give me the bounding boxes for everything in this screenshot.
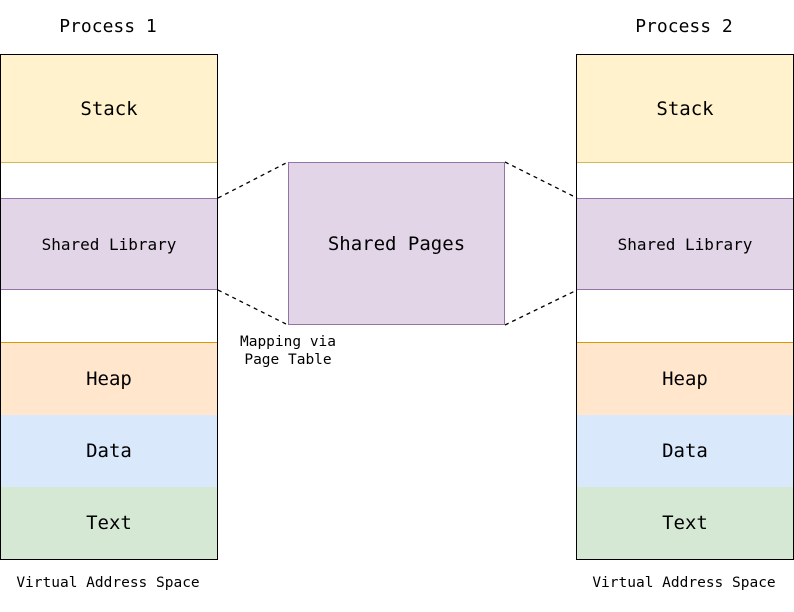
mapping-label-line-2: Page Table	[244, 352, 332, 368]
mapping-line-p1-bottom	[217, 289, 289, 326]
process-1-stack-label: Stack	[80, 97, 138, 120]
mapping-label-line-1: Mapping via	[239, 334, 337, 350]
mapping-line-p1-top	[217, 161, 289, 199]
process-1-shared-library-segment: Shared Library	[1, 198, 217, 290]
process-2-heap-label: Heap	[662, 368, 708, 390]
mapping-line-p2-top	[504, 161, 578, 199]
process-2-data-segment: Data	[577, 415, 793, 488]
process-1-title: Process 1	[59, 16, 157, 37]
process-1-shared-library-label: Shared Library	[41, 234, 177, 254]
process-2-shared-library-label: Shared Library	[617, 234, 753, 254]
process-2-gap-lower	[577, 290, 793, 343]
process-2-stack-label: Stack	[656, 97, 714, 120]
shared-pages-box: Shared Pages	[288, 162, 505, 325]
process-1-data-label: Data	[86, 440, 132, 462]
process-2-footer: Virtual Address Space	[592, 575, 776, 591]
process-1-heap-label: Heap	[86, 368, 132, 390]
process-2-stack-segment: Stack	[577, 55, 793, 163]
process-2-title: Process 2	[635, 16, 733, 37]
process-2-gap-upper	[577, 163, 793, 199]
process-2-text-segment: Text	[577, 487, 793, 559]
process-1-data-segment: Data	[1, 415, 217, 488]
process-2-shared-library-segment: Shared Library	[577, 198, 793, 290]
mapping-line-p2-bottom	[504, 289, 578, 326]
process-1-stack-segment: Stack	[1, 55, 217, 163]
process-1-text-label: Text	[86, 512, 132, 534]
process-1-footer: Virtual Address Space	[16, 575, 200, 591]
process-2-text-label: Text	[662, 512, 708, 534]
process-2-data-label: Data	[662, 440, 708, 462]
process-1-gap-lower	[1, 290, 217, 343]
process-1-text-segment: Text	[1, 487, 217, 559]
mapping-label: Mapping via Page Table	[226, 333, 350, 369]
shared-pages-label: Shared Pages	[327, 232, 466, 255]
process-1-gap-upper	[1, 163, 217, 199]
